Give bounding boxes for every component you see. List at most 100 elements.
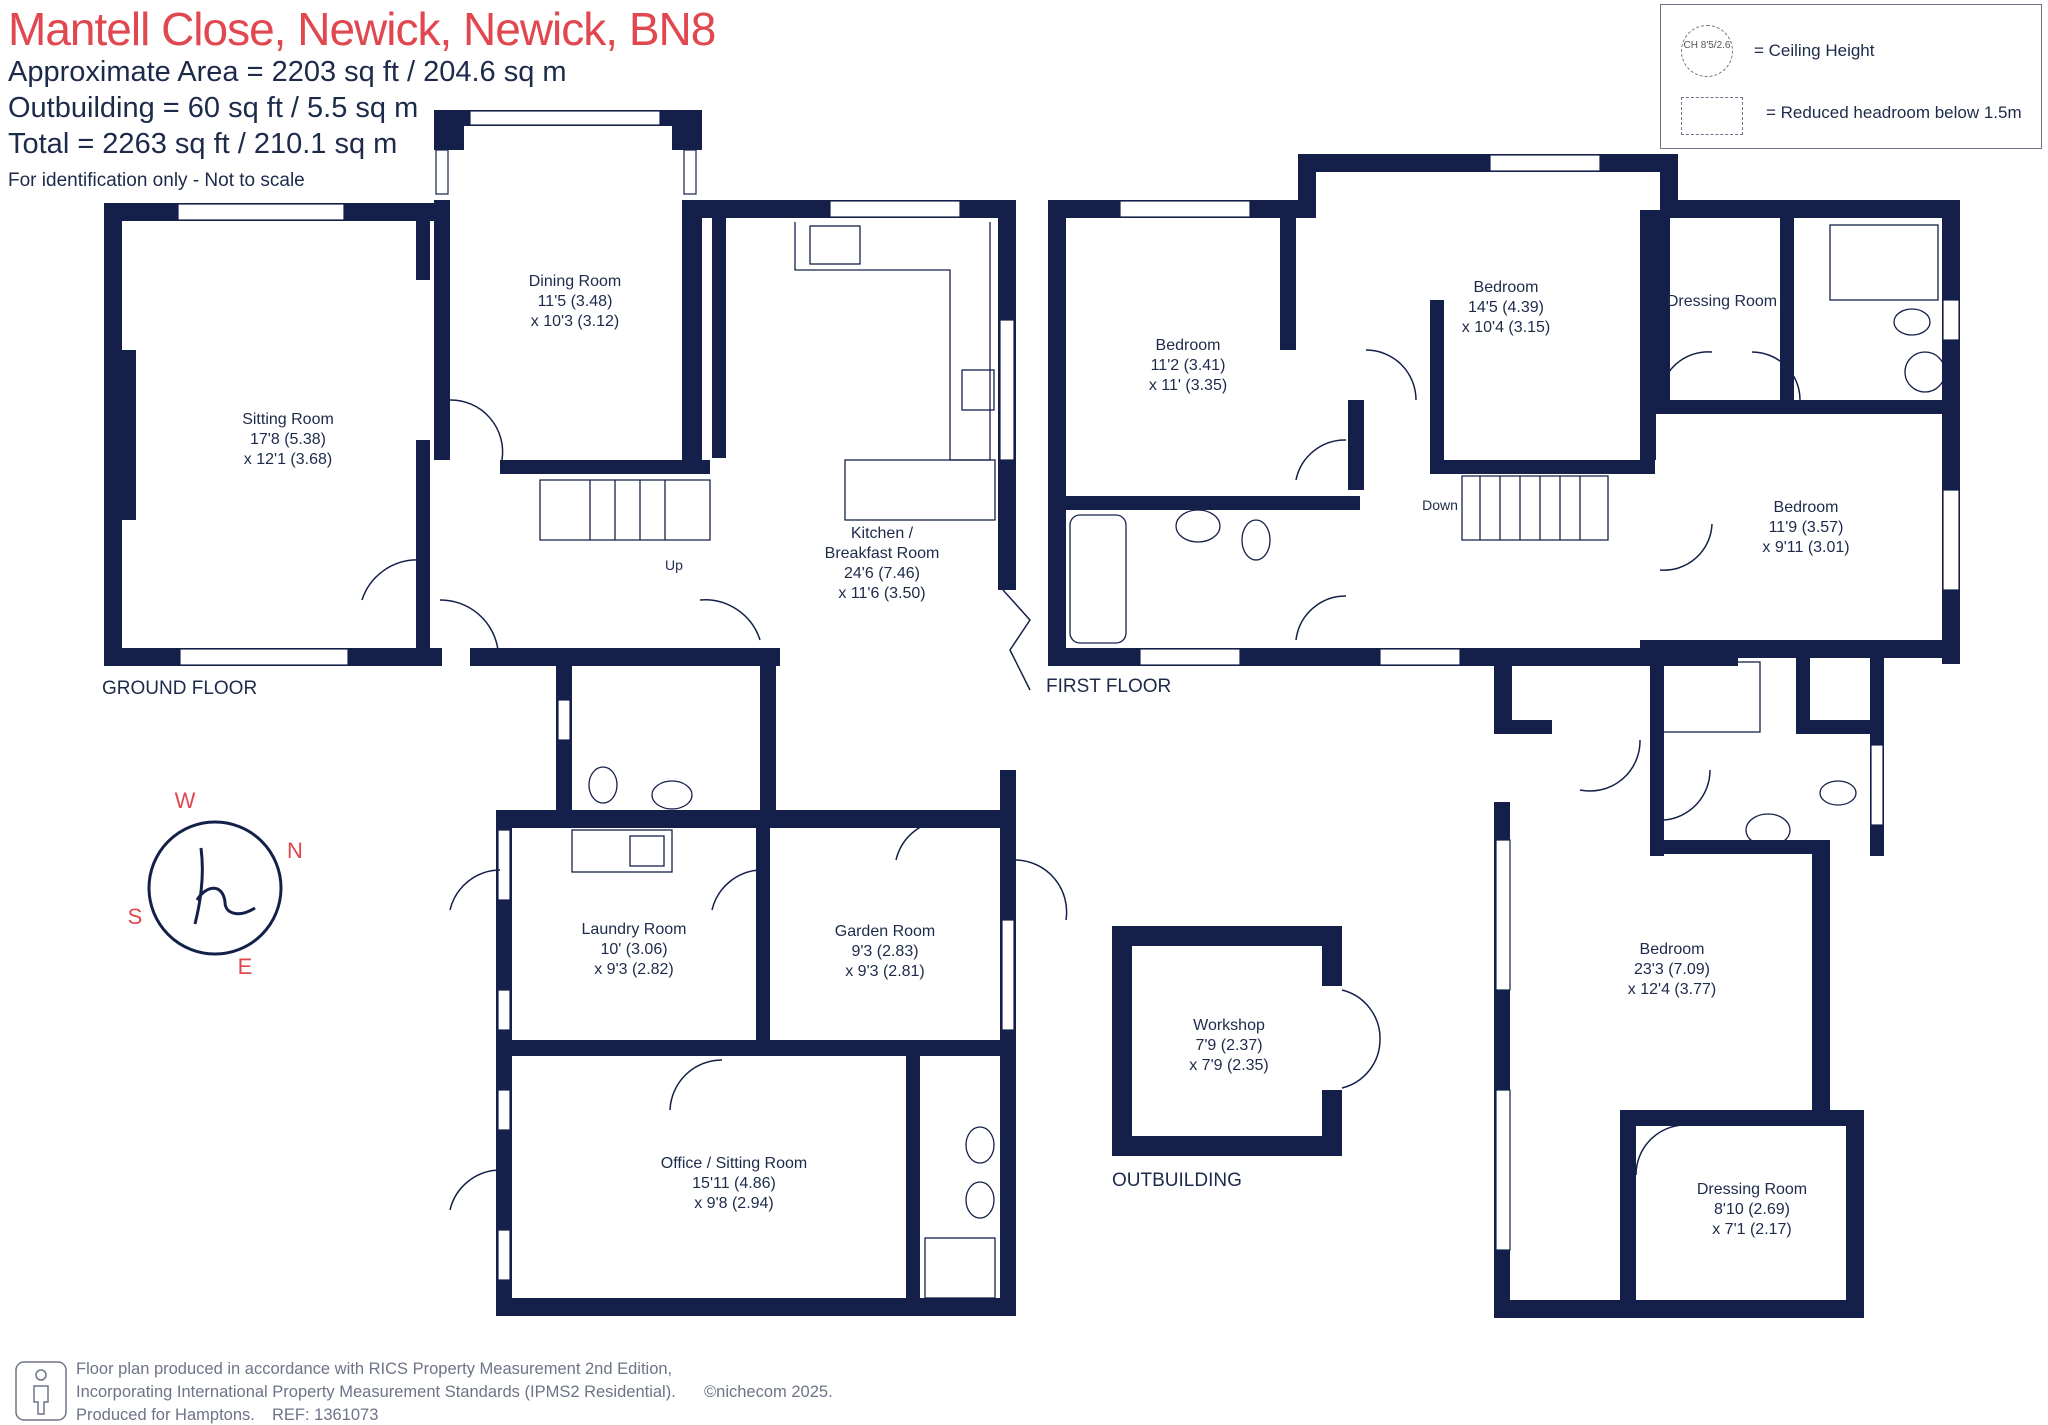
- wall: [1780, 210, 1794, 410]
- office-dim1: 15'11 (4.86): [692, 1175, 776, 1192]
- walls: [104, 110, 1960, 1318]
- stairs-first: [1461, 475, 1609, 541]
- window: [1870, 744, 1884, 826]
- kitchen-label-2: Breakfast Room: [825, 545, 940, 562]
- ceiling-height-icon: CH 8'5/2.6: [1681, 25, 1733, 77]
- wall: [682, 200, 702, 460]
- room-labels: Sitting Room 17'8 (5.38) x 12'1 (3.68) D…: [242, 273, 1849, 1238]
- bedroom4-dim1: 23'3 (7.09): [1634, 961, 1710, 978]
- door: [449, 1169, 501, 1211]
- stair-treads-first: [1479, 476, 1581, 540]
- wall: [496, 1298, 1016, 1316]
- wall: [1620, 1110, 1636, 1310]
- stairs-down-label: Down: [1422, 497, 1458, 513]
- bathroom-basin: [1175, 509, 1221, 543]
- bedroom2-dim1: 14'5 (4.39): [1468, 299, 1544, 316]
- wall: [500, 460, 710, 474]
- shower2-toilet: [1819, 780, 1857, 806]
- wall: [1322, 926, 1342, 986]
- kitchen-dim1: 24'6 (7.46): [844, 565, 920, 582]
- wall: [760, 658, 776, 818]
- window: [829, 200, 961, 218]
- door: [1659, 523, 1713, 571]
- door: [1341, 989, 1381, 1041]
- wall: [1048, 200, 1066, 650]
- window: [999, 319, 1015, 461]
- wall: [1942, 200, 1960, 664]
- window: [497, 989, 511, 1031]
- shower-toilet: [965, 1126, 995, 1164]
- window: [435, 149, 449, 195]
- shower2-basin: [1745, 813, 1791, 847]
- kitchen-dim2: x 11'6 (3.50): [838, 585, 925, 602]
- door: [1579, 739, 1641, 792]
- ensuite-shower: [1829, 224, 1939, 301]
- wall: [672, 110, 702, 150]
- reduced-headroom-icon: [1681, 97, 1743, 135]
- ensuite-toilet: [1893, 308, 1931, 336]
- footer-ref: REF: 1361073: [272, 1406, 379, 1424]
- bath: [1069, 514, 1127, 644]
- footer-copyright: ©nichecom 2025.: [704, 1383, 833, 1401]
- door: [1659, 351, 1713, 401]
- footer-line3: Produced for Hamptons.: [76, 1406, 255, 1424]
- outbuilding-area: Outbuilding = 60 sq ft / 5.5 sq m: [8, 92, 419, 124]
- ground-floor-label: GROUND FLOOR: [102, 678, 257, 699]
- door: [669, 1059, 723, 1111]
- outbuilding-label: OUTBUILDING: [1112, 1170, 1242, 1191]
- wall: [496, 810, 512, 1315]
- compass: N E S W: [128, 788, 303, 979]
- wall: [434, 200, 450, 460]
- door: [711, 869, 761, 911]
- workshop-dim1: 7'9 (2.37): [1195, 1037, 1262, 1054]
- dining-room-label: Dining Room: [529, 273, 621, 290]
- wall: [1494, 655, 1512, 730]
- wall: [1060, 496, 1360, 510]
- window: [1139, 648, 1241, 666]
- window: [497, 1229, 511, 1281]
- sitting-room-label: Sitting Room: [242, 411, 334, 428]
- hob: [809, 225, 861, 265]
- garden-dim2: x 9'3 (2.81): [845, 963, 925, 980]
- wall: [1640, 210, 1656, 460]
- bedroom2-label: Bedroom: [1474, 279, 1539, 296]
- logo-mark: [193, 847, 256, 925]
- wall: [1650, 840, 1830, 854]
- window: [1495, 1089, 1511, 1251]
- wc-toilet: [588, 766, 618, 804]
- bedroom2-dim2: x 10'4 (3.15): [1462, 319, 1550, 336]
- compass-s: S: [128, 904, 143, 929]
- stair-treads: [589, 480, 666, 540]
- ceiling-height-label: = Ceiling Height: [1754, 41, 1875, 60]
- compass-ring: [147, 820, 283, 956]
- wall: [1656, 210, 1670, 410]
- garden-dim1: 9'3 (2.83): [851, 943, 918, 960]
- floor-labels: GROUND FLOOR FIRST FLOOR OUTBUILDING: [102, 676, 1242, 1191]
- wall: [1430, 300, 1444, 465]
- window: [497, 829, 511, 901]
- door: [1635, 1124, 1691, 1176]
- workshop-label: Workshop: [1193, 1017, 1265, 1034]
- dressing2-dim2: x 7'1 (2.17): [1712, 1221, 1792, 1238]
- window: [557, 699, 571, 741]
- first-floor-label: FIRST FLOOR: [1046, 676, 1171, 697]
- stairs-up-label: Up: [665, 557, 683, 573]
- bedroom1-dim2: x 11' (3.35): [1149, 377, 1227, 394]
- wall: [1112, 1136, 1342, 1156]
- door: [895, 819, 949, 861]
- window: [1001, 919, 1015, 1031]
- wall: [1280, 210, 1296, 350]
- kitchen-island: [844, 459, 996, 521]
- dressing2-dim1: 8'10 (2.69): [1714, 1201, 1790, 1218]
- laundry-worktop: [571, 829, 673, 873]
- person-icon: [15, 1361, 67, 1421]
- bedroom3-dim2: x 9'11 (3.01): [1762, 539, 1849, 556]
- door: [361, 559, 421, 601]
- window: [1942, 489, 1960, 591]
- door: [1751, 351, 1801, 401]
- wall: [1112, 926, 1342, 946]
- bedroom3-label: Bedroom: [1774, 499, 1839, 516]
- wall: [1112, 926, 1132, 1156]
- windows: [177, 110, 1960, 1281]
